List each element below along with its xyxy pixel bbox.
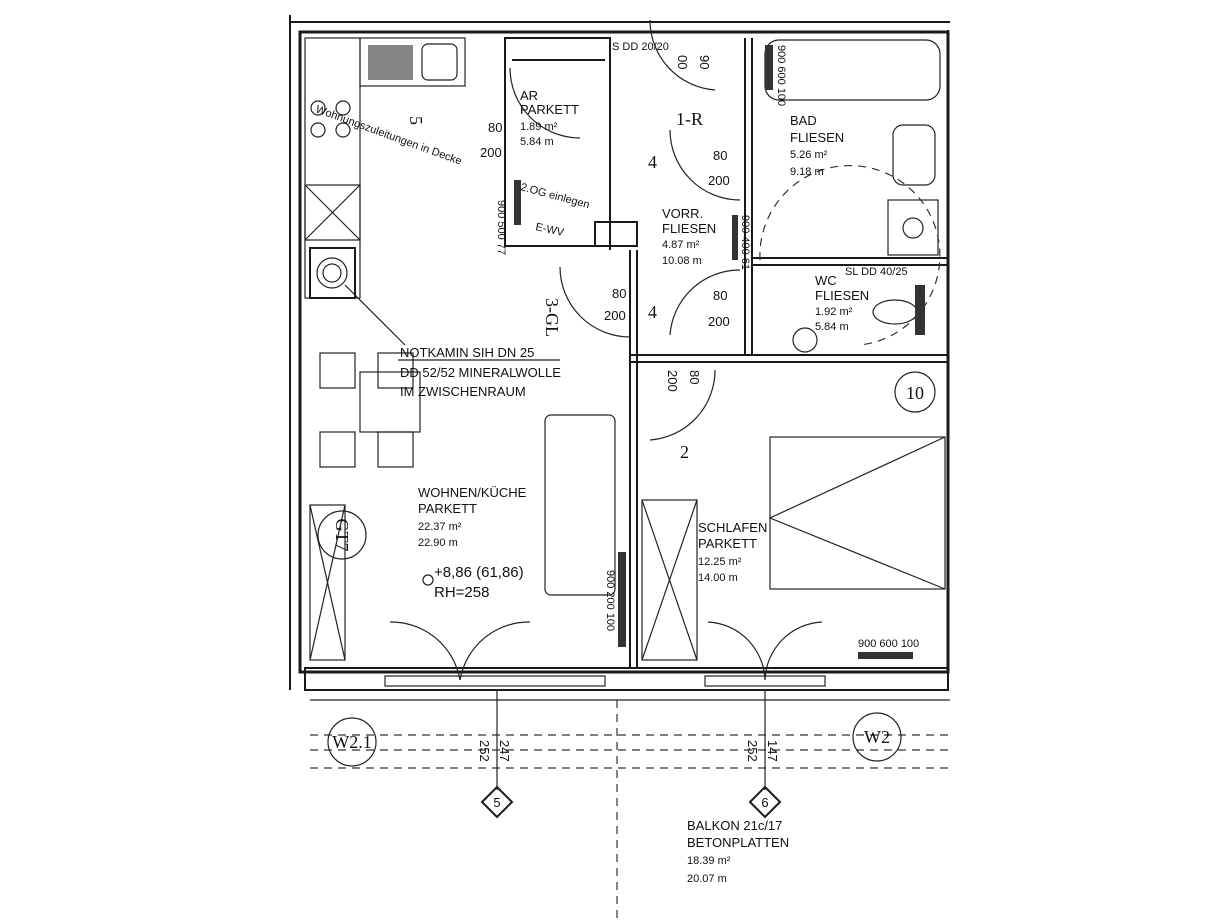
bad-perimeter: 9.18 m: [790, 166, 824, 178]
schlafen-area: 12.25 m²: [698, 556, 742, 568]
wohnen-area: 22.37 m²: [418, 521, 462, 533]
room-number: 10: [906, 383, 924, 403]
dim-200: 200: [708, 173, 730, 188]
marker-w21: W2.1: [332, 732, 372, 752]
dim-200: 200: [480, 145, 502, 160]
door-5: 5: [406, 116, 426, 125]
radiator-schlafen-label: 900 600 100: [858, 638, 919, 650]
window-dim: 147: [765, 740, 780, 762]
toilet: [872, 299, 918, 325]
bed: [769, 436, 946, 590]
shower: [887, 199, 939, 256]
kitchen: [304, 37, 466, 346]
balcony: [310, 690, 950, 922]
markers: GT7 W2.1 W2 10 5 6: [317, 371, 936, 819]
dim-80: 80: [687, 370, 702, 384]
vorraum-area: 4.87 m²: [662, 239, 700, 251]
dim-200: 200: [604, 308, 626, 323]
radiator-bad-label: 900 600 100: [775, 45, 787, 106]
sldd-note: SL DD 40/25: [845, 266, 908, 278]
wohnen-floor: PARKETT: [418, 501, 477, 516]
bad-area: 5.26 m²: [790, 149, 828, 161]
notkamin-line1: NOTKAMIN SIH DN 25: [400, 345, 534, 360]
ar-name: AR: [520, 88, 538, 103]
ewv-note: E-WV: [534, 221, 565, 239]
marker-gt7: GT7: [332, 519, 352, 552]
wc-area: 1.92 m²: [815, 306, 853, 318]
schlafen-floor: PARKETT: [698, 536, 757, 551]
notkamin-line2: DD 52/52 MINERALWOLLE: [400, 365, 561, 380]
sdd-note: S DD 20/20: [612, 41, 669, 53]
axis-5: 5: [493, 795, 500, 810]
door-3gl: 3-GL: [542, 298, 562, 337]
ar-area: 1.89 m²: [520, 121, 558, 133]
dim-90: 90: [697, 55, 712, 69]
wc-floor: FLIESEN: [815, 288, 869, 303]
vorraum-floor: FLIESEN: [662, 221, 716, 236]
door-1r: 1-R: [676, 109, 703, 129]
bathtub: [764, 39, 941, 101]
balkon-floor: BETONPLATTEN: [687, 835, 789, 850]
dim-80: 80: [713, 288, 727, 303]
ar-floor: PARKETT: [520, 102, 579, 117]
doors: [389, 19, 941, 681]
dim-80: 80: [612, 286, 626, 301]
balkon-perimeter: 20.07 m: [687, 873, 727, 885]
schlafen-name: SCHLAFEN: [698, 520, 767, 535]
axis-6: 6: [761, 795, 768, 810]
window-dim: 247: [497, 740, 512, 762]
radiator-wohnen-label: 900 200 100: [604, 570, 616, 631]
stove-icon: [310, 100, 351, 138]
marker-w2: W2: [864, 727, 890, 747]
bad-floor: FLIESEN: [790, 130, 844, 145]
radiator-ar-label: 900 500 77: [495, 200, 507, 255]
balkon-name: BALKON 21c/17: [687, 818, 782, 833]
walls: [289, 15, 950, 701]
ar-perimeter: 5.84 m: [520, 136, 554, 148]
window-dim: 252: [745, 740, 760, 762]
wohnen-perimeter: 22.90 m: [418, 537, 458, 549]
door-4b: 4: [648, 302, 657, 322]
notkamin-line3: IM ZWISCHENRAUM: [400, 384, 526, 399]
room-height: RH=258: [434, 584, 489, 601]
og-note: 2.OG einlegen: [519, 181, 591, 211]
dim-200: 200: [665, 370, 680, 392]
wc-perimeter: 5.84 m: [815, 321, 849, 333]
dimensions: 80 200 80 200 80 200 80 200 80 200 90 00…: [477, 45, 919, 762]
wc-name: WC: [815, 273, 837, 288]
zuleitungen-note: Wohnungszuleitungen in Decke: [314, 104, 463, 168]
door-4a: 4: [648, 152, 657, 172]
vorraum-perimeter: 10.08 m: [662, 255, 702, 267]
door-2: 2: [680, 442, 689, 462]
washbasin: [892, 124, 936, 186]
window-dim: 252: [477, 740, 492, 762]
room-labels: AR PARKETT 1.89 m² 5.84 m VORR. FLIESEN …: [418, 88, 869, 885]
radiator-vorraum-label: 900 400 61: [739, 215, 751, 270]
bad-name: BAD: [790, 113, 817, 128]
balkon-area: 18.39 m²: [687, 855, 731, 867]
vorraum-name: VORR.: [662, 206, 703, 221]
level-note: +8,86 (61,86): [434, 564, 524, 581]
dim-80: 80: [713, 148, 727, 163]
dim-200: 200: [708, 314, 730, 329]
sofa: [544, 414, 616, 596]
dim-80: 80: [488, 120, 502, 135]
wohnen-name: WOHNEN/KÜCHE: [418, 485, 527, 500]
dim-00: 00: [675, 55, 690, 69]
radiators: [514, 45, 913, 659]
schlafen-perimeter: 14.00 m: [698, 572, 738, 584]
